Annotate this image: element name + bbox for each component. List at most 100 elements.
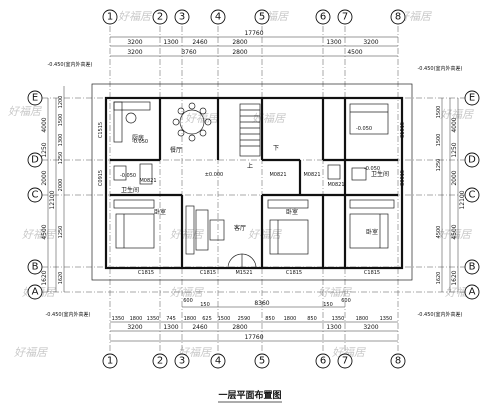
axis-label: 3	[179, 12, 185, 23]
dimensions-left: 1620 4500 2000 1250 4000 12100 1620 1250…	[41, 86, 65, 292]
room-dining: 餐厅	[170, 146, 182, 154]
dim-left-inner-2: 1250	[58, 226, 64, 239]
dining-table-icon	[179, 109, 205, 135]
axis-bubbles-bottom: 1 2 3 4 5 6 7 8	[102, 353, 406, 369]
bathroom-right: 卫生间	[327, 164, 389, 181]
dim-bottom-9: 850	[265, 316, 275, 322]
dim-right-inner-4: 1500	[436, 134, 442, 147]
watermark-text: 好福居	[185, 112, 219, 125]
dim-right-inner-3: 1250	[436, 159, 442, 172]
window-tag: C1815	[200, 270, 216, 276]
axis-label: 5	[259, 12, 265, 23]
dim-bottom-13: 1800	[356, 316, 369, 322]
axis-label: A	[469, 287, 476, 298]
room-bath-right: 卫生间	[371, 170, 389, 178]
axis-label: E	[469, 93, 475, 104]
dimensions-top: 17760 3200 1300 2460 2800 1300 3200 3200…	[47, 30, 462, 72]
living-room: 客厅	[185, 205, 246, 255]
dim-bottom-7: 1500	[218, 316, 231, 322]
dim-right-2: 4500	[451, 224, 458, 239]
dim-top2-1: 3200	[127, 49, 142, 56]
axis-label: 7	[342, 12, 348, 23]
sink-icon	[351, 167, 367, 181]
watermark-text: 好福居	[170, 286, 204, 299]
level-note-bottom-right: -0.450(室内外高差)	[417, 311, 462, 318]
watermark-text: 好福居	[318, 286, 352, 299]
dim-bottom-1: 1350	[112, 316, 125, 322]
dim-left-inner-6: 1500	[58, 114, 64, 127]
dim-left-inner-5: 1300	[58, 134, 64, 147]
watermark-text: 好福居	[170, 228, 204, 241]
room-bedroom-right: 卧室	[366, 228, 378, 236]
room-bath-left: 卫生间	[121, 186, 139, 194]
dim-top-1: 3200	[127, 39, 142, 46]
bed-icon	[349, 213, 389, 249]
room-bedroom-left: 卧室	[154, 208, 166, 216]
watermark-text: 好福居	[398, 10, 432, 23]
door-tag: M0821	[327, 182, 344, 188]
dimensions-right: 1620 4500 1250 1500 1500 1620 4500 2000 …	[436, 98, 466, 292]
watermark-text: 好福居	[8, 105, 42, 118]
dim-left-inner-1: 1620	[58, 272, 64, 285]
axis-label: E	[32, 93, 38, 104]
dim-bottom2-1: 3200	[127, 324, 142, 331]
watermark-text: 好福居	[118, 10, 152, 23]
dim-right-inner-1: 1620	[436, 272, 442, 285]
dim-right-inner-2: 4500	[436, 226, 442, 239]
axis-bubbles-top: 1 2 3 4 5 6 7 8	[102, 9, 406, 25]
watermark-text: 好福居	[438, 228, 472, 241]
dim-right-5: 4000	[451, 117, 458, 132]
stove-icon	[125, 112, 137, 124]
watermarks: 好福居 好福居 好福居 好福居 好福居 好福居 好福居 好福居 好福居 好福居 …	[8, 10, 479, 359]
dim-total-top: 17760	[244, 30, 263, 37]
axis-label: 8	[395, 12, 401, 23]
window-tag: C1515	[98, 122, 104, 138]
door-tag: M1521	[235, 270, 252, 276]
bedroom-top-right	[349, 103, 389, 135]
dim-bottom-4: 745	[166, 316, 176, 322]
axis-label: 1	[107, 356, 113, 367]
dim-left-inner-4: 1250	[58, 152, 64, 165]
axis-label: C	[32, 190, 39, 201]
dim-right-4: 1250	[451, 142, 458, 157]
dim-left-2: 4500	[41, 224, 48, 239]
dim-bottom-small: 150	[323, 302, 333, 308]
dim-right-total: 12100	[459, 190, 466, 209]
window-tag: C0915	[400, 170, 406, 186]
shower-icon	[139, 163, 153, 185]
axis-label: A	[32, 287, 39, 298]
dim-left-4: 1250	[41, 142, 48, 157]
dim-left-1: 1620	[41, 270, 48, 285]
bathroom-left: 卫生间	[113, 163, 153, 194]
room-kitchen: 厨房	[132, 134, 144, 142]
watermark-text: 好福居	[248, 228, 282, 241]
window-tag: C1815	[286, 270, 302, 276]
bedroom-right: 卧室	[349, 199, 395, 249]
axis-label: 5	[259, 356, 265, 367]
sofa-icon	[195, 209, 209, 251]
door-tag: M0821	[139, 178, 156, 184]
floor-level: -0.050	[120, 173, 136, 179]
axis-label: 3	[179, 356, 185, 367]
staircase: 上 下	[239, 103, 279, 170]
axis-label: D	[468, 155, 476, 166]
watermark-text: 好福居	[14, 346, 48, 359]
dim-bottom-12: 1350	[332, 316, 345, 322]
dim-top2-4: 4500	[347, 49, 362, 56]
axis-label: 4	[215, 12, 221, 23]
dim-bottom2-3: 2460	[192, 324, 207, 331]
level-note-top-left: -0.450(室内外高差)	[47, 61, 92, 68]
window-tag: C1515	[400, 122, 406, 138]
dim-bottom-small: 150	[200, 302, 210, 308]
eave-outline	[91, 83, 413, 281]
axis-label: 8	[395, 356, 401, 367]
window-tag: C1815	[138, 270, 154, 276]
bedroom-left: 卧室	[113, 199, 166, 249]
axis-label: D	[31, 155, 39, 166]
level-note-bottom-left: -0.450(室内外高差)	[45, 311, 90, 318]
dim-bottom-3: 1350	[147, 316, 160, 322]
axis-label: B	[32, 262, 39, 273]
watermark-text: 好福居	[440, 108, 474, 121]
axis-label: 6	[320, 356, 326, 367]
